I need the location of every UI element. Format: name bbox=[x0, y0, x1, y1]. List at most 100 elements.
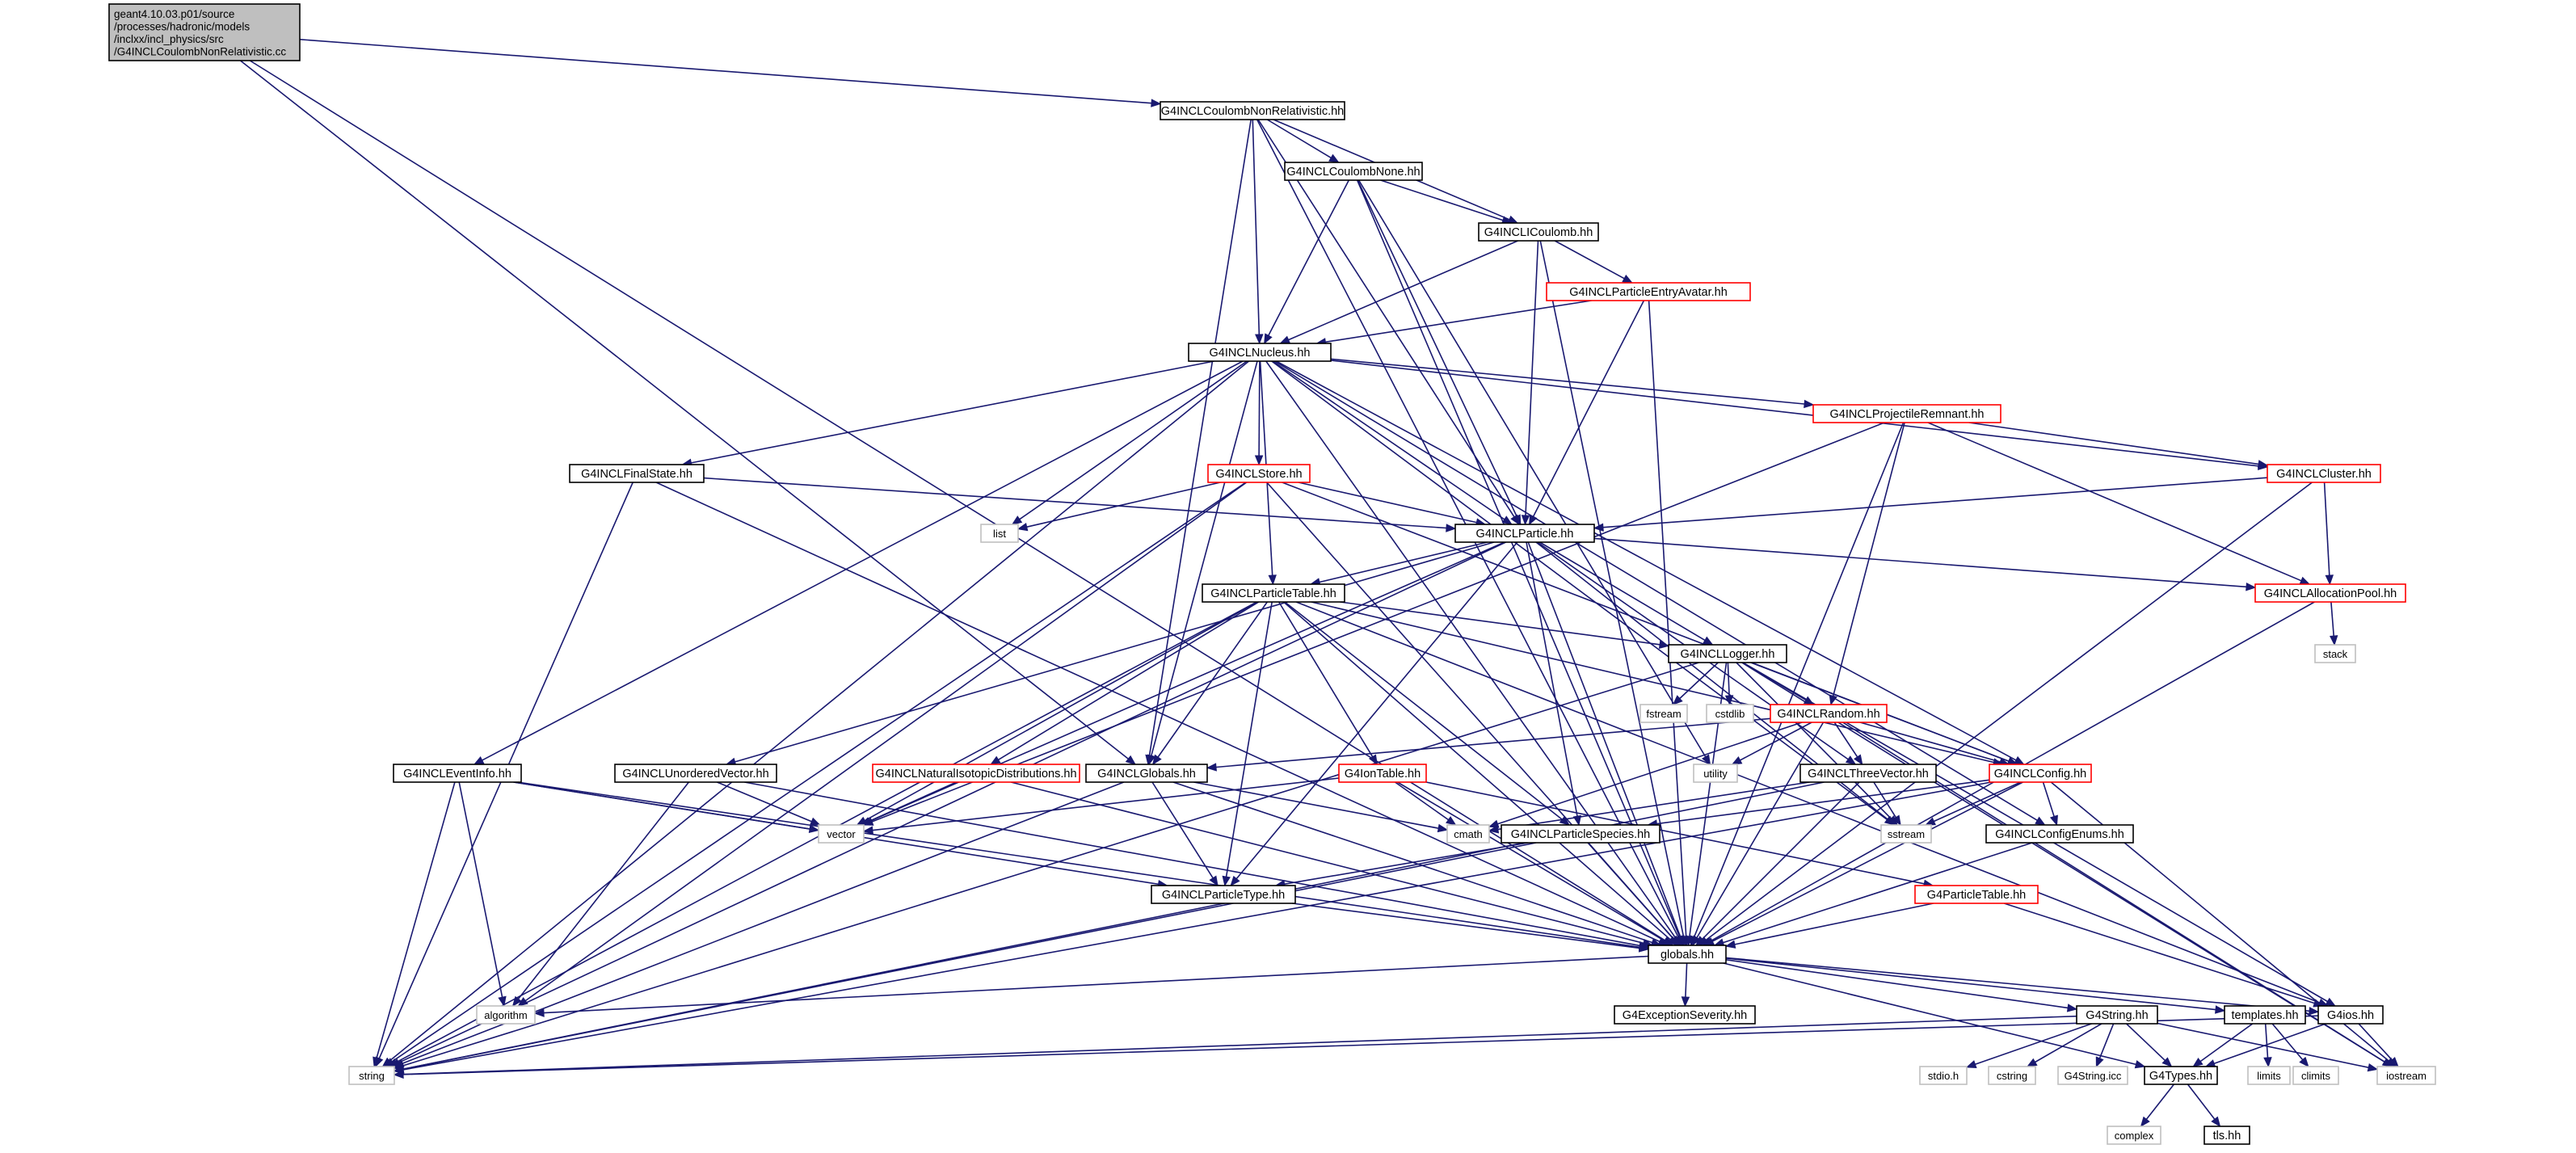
edge-particleTable-to-particleType bbox=[1222, 601, 1273, 887]
node-particleTable[interactable]: G4INCLParticleTable.hh bbox=[1202, 583, 1345, 603]
edge-globalsHH-to-exceptionSeverity bbox=[1681, 962, 1690, 1008]
node-box bbox=[2057, 1066, 2128, 1085]
node-allocPool[interactable]: G4INCLAllocationPool.hh bbox=[2254, 583, 2406, 603]
node-box bbox=[1614, 1005, 1756, 1025]
edge-particle-to-globalsHH bbox=[1527, 541, 1685, 947]
edge-line bbox=[517, 781, 1640, 949]
edge-line bbox=[1151, 360, 1258, 756]
edge-arrowhead bbox=[393, 1070, 404, 1079]
node-threeVector[interactable]: G4INCLThreeVector.hh bbox=[1799, 764, 1937, 783]
node-random[interactable]: G4INCLRandom.hh bbox=[1770, 704, 1888, 723]
edge-arrowhead bbox=[2192, 1058, 2203, 1067]
node-particleSpecies[interactable]: G4INCLParticleSpecies.hh bbox=[1501, 824, 1661, 844]
edge-arrowhead bbox=[1681, 996, 1690, 1008]
node-particleType[interactable]: G4INCLParticleType.hh bbox=[1151, 885, 1296, 904]
edge-line bbox=[402, 662, 1699, 1067]
node-icoulomb[interactable]: G4INCLICoulomb.hh bbox=[1478, 222, 1599, 242]
edge-g4String-to-iostream bbox=[2157, 1022, 2379, 1072]
edge-line bbox=[1702, 781, 1860, 940]
edge-arrowhead bbox=[498, 995, 507, 1008]
node-eventInfo[interactable]: G4INCLEventInfo.hh bbox=[393, 764, 522, 783]
edge-templates-to-limits bbox=[2263, 1023, 2272, 1068]
node-label: algorithm bbox=[484, 1009, 527, 1021]
node-ionTable[interactable]: G4IonTable.hh bbox=[1338, 764, 1427, 783]
node-root[interactable]: geant4.10.03.p01/source/processes/hadron… bbox=[108, 3, 301, 61]
edge-line bbox=[1679, 662, 1719, 700]
node-label: G4String.hh bbox=[2086, 1009, 2148, 1022]
node-coulombNonRel[interactable]: G4INCLCoulombNonRelativistic.hh bbox=[1160, 101, 1345, 120]
edge-threeVector-to-cmath bbox=[1488, 781, 1810, 834]
node-projRemnant[interactable]: G4INCLProjectileRemnant.hh bbox=[1812, 404, 2001, 423]
node-entryAvatar[interactable]: G4INCLParticleEntryAvatar.hh bbox=[1546, 282, 1751, 301]
node-finalState[interactable]: G4INCLFinalState.hh bbox=[569, 464, 705, 483]
node-cluster[interactable]: G4INCLCluster.hh bbox=[2267, 464, 2381, 483]
root-label-line: geant4.10.03.p01/source bbox=[114, 8, 234, 20]
node-box bbox=[108, 3, 301, 61]
node-exceptionSeverity[interactable]: G4ExceptionSeverity.hh bbox=[1614, 1005, 1756, 1025]
edge-arrowhead bbox=[862, 826, 873, 835]
edge-arrowhead bbox=[1702, 636, 1714, 646]
node-box bbox=[1446, 824, 1490, 844]
edge-particleTable-to-globals bbox=[1151, 601, 1268, 766]
node-g4ParticleTable[interactable]: G4ParticleTable.hh bbox=[1914, 885, 2039, 904]
edge-line bbox=[1330, 360, 2259, 467]
node-g4ios[interactable]: G4ios.hh bbox=[2317, 1005, 2384, 1025]
node-nucleus[interactable]: G4INCLNucleus.hh bbox=[1188, 343, 1332, 362]
edge-particle-to-string bbox=[389, 541, 1506, 1067]
edge-line bbox=[1727, 662, 1730, 696]
node-box bbox=[1207, 464, 1311, 483]
node-naturalIso[interactable]: G4INCLNaturalIsotopicDistributions.hh bbox=[872, 764, 1080, 783]
edge-g4ParticleTable-to-globalsHH bbox=[1724, 903, 1934, 949]
edge-arrowhead bbox=[2325, 574, 2334, 586]
edge-arrowhead bbox=[2263, 1057, 2272, 1068]
node-coulombNone[interactable]: G4INCLCoulombNone.hh bbox=[1284, 162, 1423, 181]
edge-line bbox=[1725, 957, 2216, 1011]
edge-arrowhead bbox=[2215, 1005, 2226, 1014]
node-g4Types[interactable]: G4Types.hh bbox=[2144, 1066, 2218, 1085]
node-box bbox=[1501, 824, 1661, 844]
edge-arrowhead bbox=[1147, 754, 1156, 766]
node-g4String[interactable]: G4String.hh bbox=[2076, 1005, 2158, 1025]
node-particle[interactable]: G4INCLParticle.hh bbox=[1454, 524, 1595, 543]
edge-store-to-list bbox=[1017, 482, 1221, 532]
edge-config-to-string bbox=[393, 781, 1992, 1075]
node-box bbox=[2203, 1126, 2250, 1145]
edge-arrowhead bbox=[1268, 574, 1277, 586]
node-globalsHH[interactable]: globals.hh bbox=[1648, 945, 1727, 964]
edge-line bbox=[744, 781, 1640, 947]
edge-logger-to-cstdlib bbox=[1724, 662, 1734, 706]
node-box bbox=[2292, 1066, 2339, 1085]
edge-arrowhead bbox=[1965, 1060, 1977, 1069]
node-label: G4INCLParticleEntryAvatar.hh bbox=[1569, 286, 1728, 299]
node-label: G4ParticleTable.hh bbox=[1927, 889, 2027, 902]
edge-line bbox=[1532, 300, 1645, 517]
edge-globalsHH-to-g4ios bbox=[1725, 957, 2320, 1016]
edge-line bbox=[1273, 360, 2038, 821]
nodes-layer: geant4.10.03.p01/source/processes/hadron… bbox=[108, 3, 2436, 1145]
node-label: G4ios.hh bbox=[2327, 1009, 2374, 1022]
node-configEnums[interactable]: G4INCLConfigEnums.hh bbox=[1985, 824, 2134, 844]
node-store[interactable]: G4INCLStore.hh bbox=[1207, 464, 1311, 483]
node-box bbox=[2376, 1066, 2436, 1085]
node-label: G4INCLGlobals.hh bbox=[1097, 768, 1196, 781]
edge-line bbox=[2157, 1022, 2369, 1068]
node-box bbox=[1770, 704, 1888, 723]
edge-projRemnant-to-globalsHH bbox=[1690, 422, 1905, 947]
node-tls[interactable]: tls.hh bbox=[2203, 1126, 2250, 1145]
node-unorderedVector[interactable]: G4INCLUnorderedVector.hh bbox=[614, 764, 777, 783]
edge-line bbox=[1602, 477, 2268, 528]
node-config[interactable]: G4INCLConfig.hh bbox=[1989, 764, 2092, 783]
edge-arrowhead bbox=[1513, 514, 1522, 526]
edge-arrowhead bbox=[2095, 1056, 2104, 1068]
edges-layer bbox=[240, 39, 2399, 1128]
edge-line bbox=[2098, 1023, 2115, 1059]
edge-line bbox=[1723, 842, 2033, 944]
node-label: utility bbox=[1703, 768, 1728, 780]
edge-line bbox=[1927, 422, 2302, 582]
edge-arrowhead bbox=[1669, 935, 1681, 946]
node-templates[interactable]: templates.hh bbox=[2224, 1005, 2306, 1025]
node-globals[interactable]: G4INCLGlobals.hh bbox=[1085, 764, 1208, 783]
edge-g4Types-to-tls bbox=[2187, 1084, 2221, 1128]
edge-g4String-to-stdio bbox=[1965, 1023, 2092, 1069]
node-logger[interactable]: G4INCLLogger.hh bbox=[1668, 644, 1787, 663]
